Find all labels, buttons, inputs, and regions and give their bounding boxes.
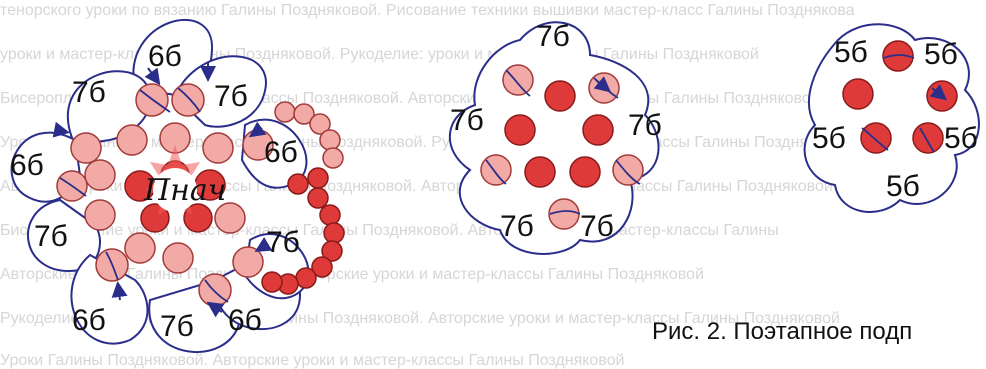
loop-label: 5б	[812, 122, 846, 155]
loop-label: 5б	[886, 170, 920, 203]
diagram-right: 5б 5б 5б 5б 5б	[805, 24, 979, 212]
loop-label: 7б	[628, 109, 662, 142]
loop-label: 5б	[944, 122, 978, 155]
loop-label: 5б	[924, 38, 958, 71]
loop-label: 7б	[160, 310, 194, 343]
loop-label: 6б	[228, 304, 262, 337]
diagram-left: 6б 7б 7б 6б 7б 6б 7б 7б 6б 6б Пнач	[10, 20, 344, 352]
loop-label: 7б	[34, 220, 68, 253]
loop-label: 7б	[500, 210, 534, 243]
diagram-middle: 7б 7б 7б 7б 7б	[450, 20, 662, 254]
loop-label: 7б	[72, 76, 106, 109]
loop-label: 7б	[266, 226, 300, 259]
loop-label: 7б	[580, 210, 614, 243]
loop-label: 6б	[264, 136, 298, 169]
loop-label: 7б	[536, 20, 570, 53]
loop-label: 6б	[72, 304, 106, 337]
center-label: Пнач	[143, 173, 226, 208]
loop-label: 5б	[834, 36, 868, 69]
loop-label: 7б	[450, 104, 484, 137]
loop-label: 6б	[10, 149, 44, 182]
loop-label: 6б	[148, 40, 182, 73]
figure-caption: Рис. 2. Поэтапное подп	[652, 318, 912, 346]
loop-label: 7б	[214, 80, 248, 113]
